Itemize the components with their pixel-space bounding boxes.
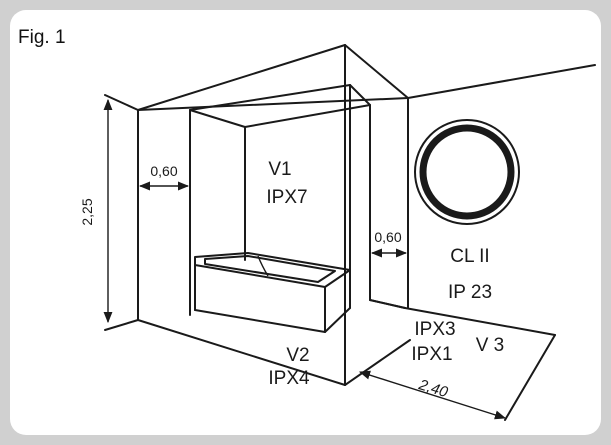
left-clearance-value: 0,60	[150, 163, 177, 179]
zone-v1-rating: IPX7	[266, 187, 307, 208]
zone-v1-name: V1	[268, 159, 291, 180]
ceiling-light-icon	[414, 119, 520, 225]
zone-v3-rating-b: IPX1	[411, 344, 452, 365]
depth-dimension	[358, 370, 507, 420]
height-value: 2,25	[79, 198, 95, 225]
zone-v3-name: V 3	[476, 335, 505, 356]
zone-v3-rating-a: IPX3	[414, 319, 455, 340]
fixture-class: CL II	[450, 246, 489, 267]
figure-label: Fig. 1	[18, 27, 66, 48]
fixture-rating: IP 23	[448, 282, 492, 303]
zone-v2-rating: IPX4	[268, 368, 310, 389]
bathtub-illustration	[194, 252, 351, 333]
depth-value: 2,40	[416, 376, 450, 401]
right-clearance-value: 0,60	[374, 229, 401, 245]
zone-outlines	[104, 44, 596, 421]
zone-v2-name: V2	[286, 345, 309, 366]
